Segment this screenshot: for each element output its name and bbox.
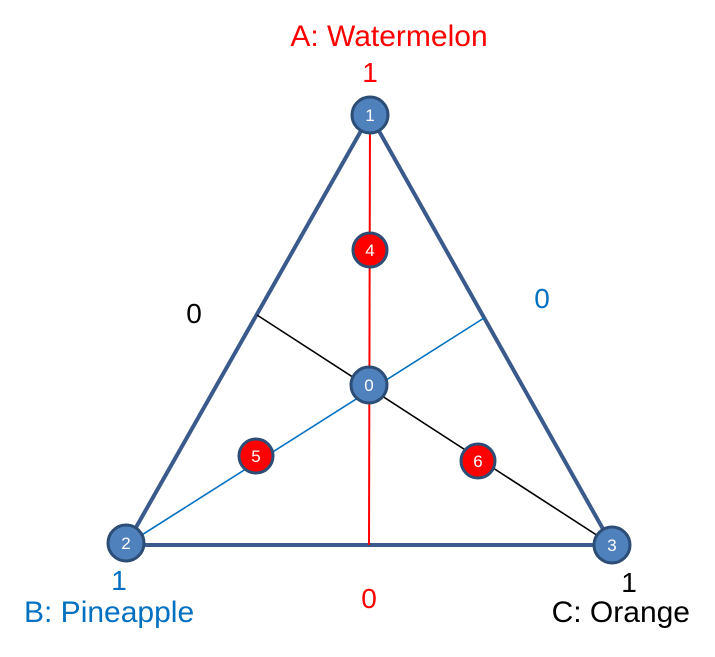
node-0-center: 0 (349, 365, 389, 405)
left-side-zero-label: 0 (186, 298, 202, 329)
vertex-c-label: C: Orange (552, 596, 690, 629)
vertex-c-value: 1 (621, 567, 637, 598)
right-side-zero-label: 0 (534, 283, 550, 314)
bottom-side-zero-label: 0 (361, 583, 377, 614)
svg-text:0: 0 (364, 376, 373, 395)
node-2: 2 (106, 523, 146, 563)
svg-text:4: 4 (365, 241, 374, 260)
node-3: 3 (592, 525, 632, 565)
vertex-b-value: 1 (111, 565, 127, 596)
vertex-b-label: B: Pineapple (24, 596, 194, 629)
median-b-blue (125, 317, 485, 546)
node-1: 1 (350, 95, 390, 135)
svg-text:3: 3 (607, 536, 616, 555)
median-a-red (368, 114, 371, 546)
svg-text:6: 6 (473, 452, 482, 471)
svg-text:2: 2 (121, 534, 130, 553)
vertex-a-label: A: Watermelon (290, 20, 487, 53)
node-4: 4 (351, 231, 389, 269)
vertex-a-value: 1 (362, 57, 378, 88)
svg-text:5: 5 (251, 447, 260, 466)
node-6: 6 (459, 442, 497, 480)
svg-text:1: 1 (365, 106, 374, 125)
median-c-black (256, 314, 613, 546)
node-5: 5 (237, 437, 275, 475)
